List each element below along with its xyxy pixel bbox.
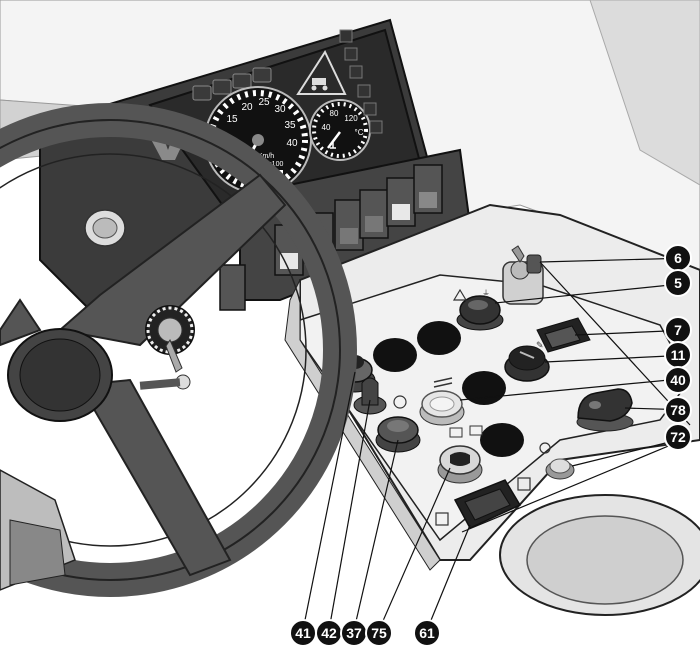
parking-brake-button[interactable] [375,416,421,453]
leader-42 [328,399,371,631]
callout-11: 11 [664,341,692,369]
indicator-lamp-7 [349,65,363,79]
leader-41 [302,371,356,631]
selector-75-symbol-icon [449,425,483,438]
callout-6: 6 [664,244,692,272]
horn-button[interactable] [84,209,126,247]
temperature-gauge: 40 80 120 °C [309,99,371,161]
callouts: 6 5 7 11 40 78 72 41 [289,244,692,647]
indicator-lamp-1 [192,85,212,101]
indicator-icons-row [192,67,272,101]
indicator-lamp-4 [252,67,272,83]
steering-spoke-lower [78,378,232,577]
speedo-tick-40: 40 [286,138,298,149]
speedo-tick-15: 15 [226,114,238,125]
temp-tick-80: 80 [330,109,339,118]
rocker-61-symbols-icon [435,477,531,526]
svg-text:61: 61 [419,625,435,641]
leader-75 [378,467,451,631]
selector-switch-75[interactable] [437,445,483,484]
svg-text:40: 40 [670,372,686,388]
callout-78: 78 [664,396,692,424]
svg-text:7: 7 [674,322,682,338]
leader-lines [302,257,691,631]
svg-text:11: 11 [671,347,686,363]
indicator-lamp-3 [232,73,252,89]
speedo-tick-35: 35 [284,120,296,131]
temp-tick-120: 120 [344,114,358,123]
dash-switch-3[interactable] [334,199,364,251]
callout-75: 75 [365,619,393,647]
dash-switch-7[interactable] [219,264,246,311]
lower-left-panel [0,378,181,591]
speedo-tick-20: 20 [241,102,253,113]
indicator-lamp-8 [357,84,371,98]
svg-text:37: 37 [346,625,362,641]
parking-brake-symbol-icon [393,395,407,409]
temp-unit: °C [355,128,364,137]
callout-41: 41 [289,619,317,647]
pushbutton-40[interactable] [419,390,465,426]
leader-37 [353,439,399,631]
emergency-stop-button[interactable] [456,295,504,331]
steering-wheel[interactable] [0,103,357,597]
indicator-button-72[interactable] [545,458,575,480]
callout-72: 72 [664,423,692,451]
speedo-tick-30: 30 [274,104,286,115]
rocker-switch-7[interactable] [536,317,591,353]
blank-plug-2 [373,338,417,372]
emergency-symbol-icon: ⏚ [482,289,490,298]
svg-text:78: 78 [670,402,686,418]
indicator-lamp-6 [344,47,358,61]
indicator-lamp-5 [339,29,353,43]
beacon-symbol-icon [539,442,551,454]
speedo-unit-kmh: Km/h [258,153,274,160]
svg-text:42: 42 [321,625,337,641]
light-symbol-icon: ✎ [536,340,544,350]
svg-text:75: 75 [371,625,387,641]
ignition-key-barrel[interactable] [145,305,195,390]
rocker-switch-61[interactable] [453,479,522,529]
leader-61 [426,524,471,631]
dash-switch-6[interactable] [413,164,443,214]
leader-5 [494,282,691,304]
coolant-icon [330,142,336,149]
steering-spoke-upper [57,173,287,347]
indicator-lamp-9 [363,102,377,116]
joystick-78[interactable] [576,388,634,432]
blank-plug-4 [480,423,524,457]
callout-7: 7 [664,316,692,344]
right-indicator-stack [339,29,383,134]
speedo-tick-25: 25 [258,97,270,108]
steering-spoke-left [0,298,42,347]
svg-text:6: 6 [674,250,682,266]
dash-switch-bank [219,164,443,311]
callout-40: 40 [664,366,692,394]
ignition-key-switch[interactable] [502,245,544,305]
pushbutton-40-symbol-icon [433,377,453,388]
dash-switch-5[interactable] [386,177,416,227]
light-rotary-switch[interactable]: ✎ [504,340,550,382]
temp-needle [327,131,341,149]
temp-tick-40: 40 [322,123,331,132]
svg-text:5: 5 [674,275,682,291]
dash-switch-4[interactable] [359,189,389,239]
blank-plug-3 [462,371,506,405]
speedo-hub [252,134,264,146]
callout-5: 5 [664,269,692,297]
svg-text:72: 72 [670,429,686,445]
indicator-lamp-10 [369,120,383,134]
tilt-warning-icon [296,49,347,95]
warning-label-icon: ⏚ [452,288,490,301]
blank-plug-1 [417,321,461,355]
lever-42[interactable] [353,377,387,415]
callout-61: 61 [413,619,441,647]
leader-40 [459,377,691,401]
callout-37: 37 [340,619,368,647]
callout-42: 42 [315,619,343,647]
indicator-lamp-2 [212,79,232,95]
blanking-plugs [373,321,524,457]
svg-text:41: 41 [295,625,311,641]
